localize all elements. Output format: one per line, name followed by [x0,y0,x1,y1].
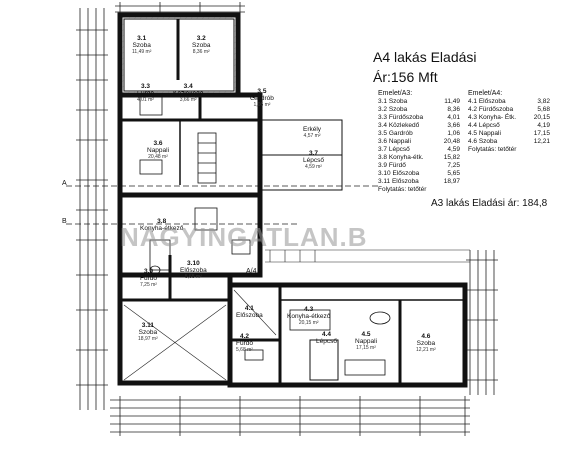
a4-fixtures [244,309,391,376]
a4-walls [227,282,468,388]
a3-balcony [261,119,343,191]
watermark: NAGYINGATLAN.B [120,222,368,252]
bottom-dimension-lines [110,396,470,436]
table-row: 4.3 Konyha- Étk.20,15 [468,114,550,121]
table-a3-footer: Folytatás: tetőtér [378,186,427,193]
a4-entry-marker: A/4 [246,268,257,275]
right-dimension-lines [466,250,498,395]
a3-walls [117,12,263,386]
roof-strip [265,249,470,263]
diagonal-lines [123,289,277,381]
section-lines [66,185,380,225]
listing-title: A4 lakás Eladási [373,49,477,65]
left-dimension-lines [76,8,108,410]
table-a4-footer: Folytatás: tetőtér [468,146,517,153]
table-row: 3.8 Konyha-étk.15,82 [378,154,460,161]
a3-fixtures [139,96,251,275]
a3-price: A3 lakás Eladási ár: 184,8 [431,198,548,209]
section-marker-b: B [62,218,67,225]
table-a3-heading: Emelet/A3: [378,90,413,97]
section-marker-a: A [62,180,67,187]
table-a4-heading: Emelet/A4: [468,90,503,97]
listing-price: Ár:156 Mft [373,69,438,85]
